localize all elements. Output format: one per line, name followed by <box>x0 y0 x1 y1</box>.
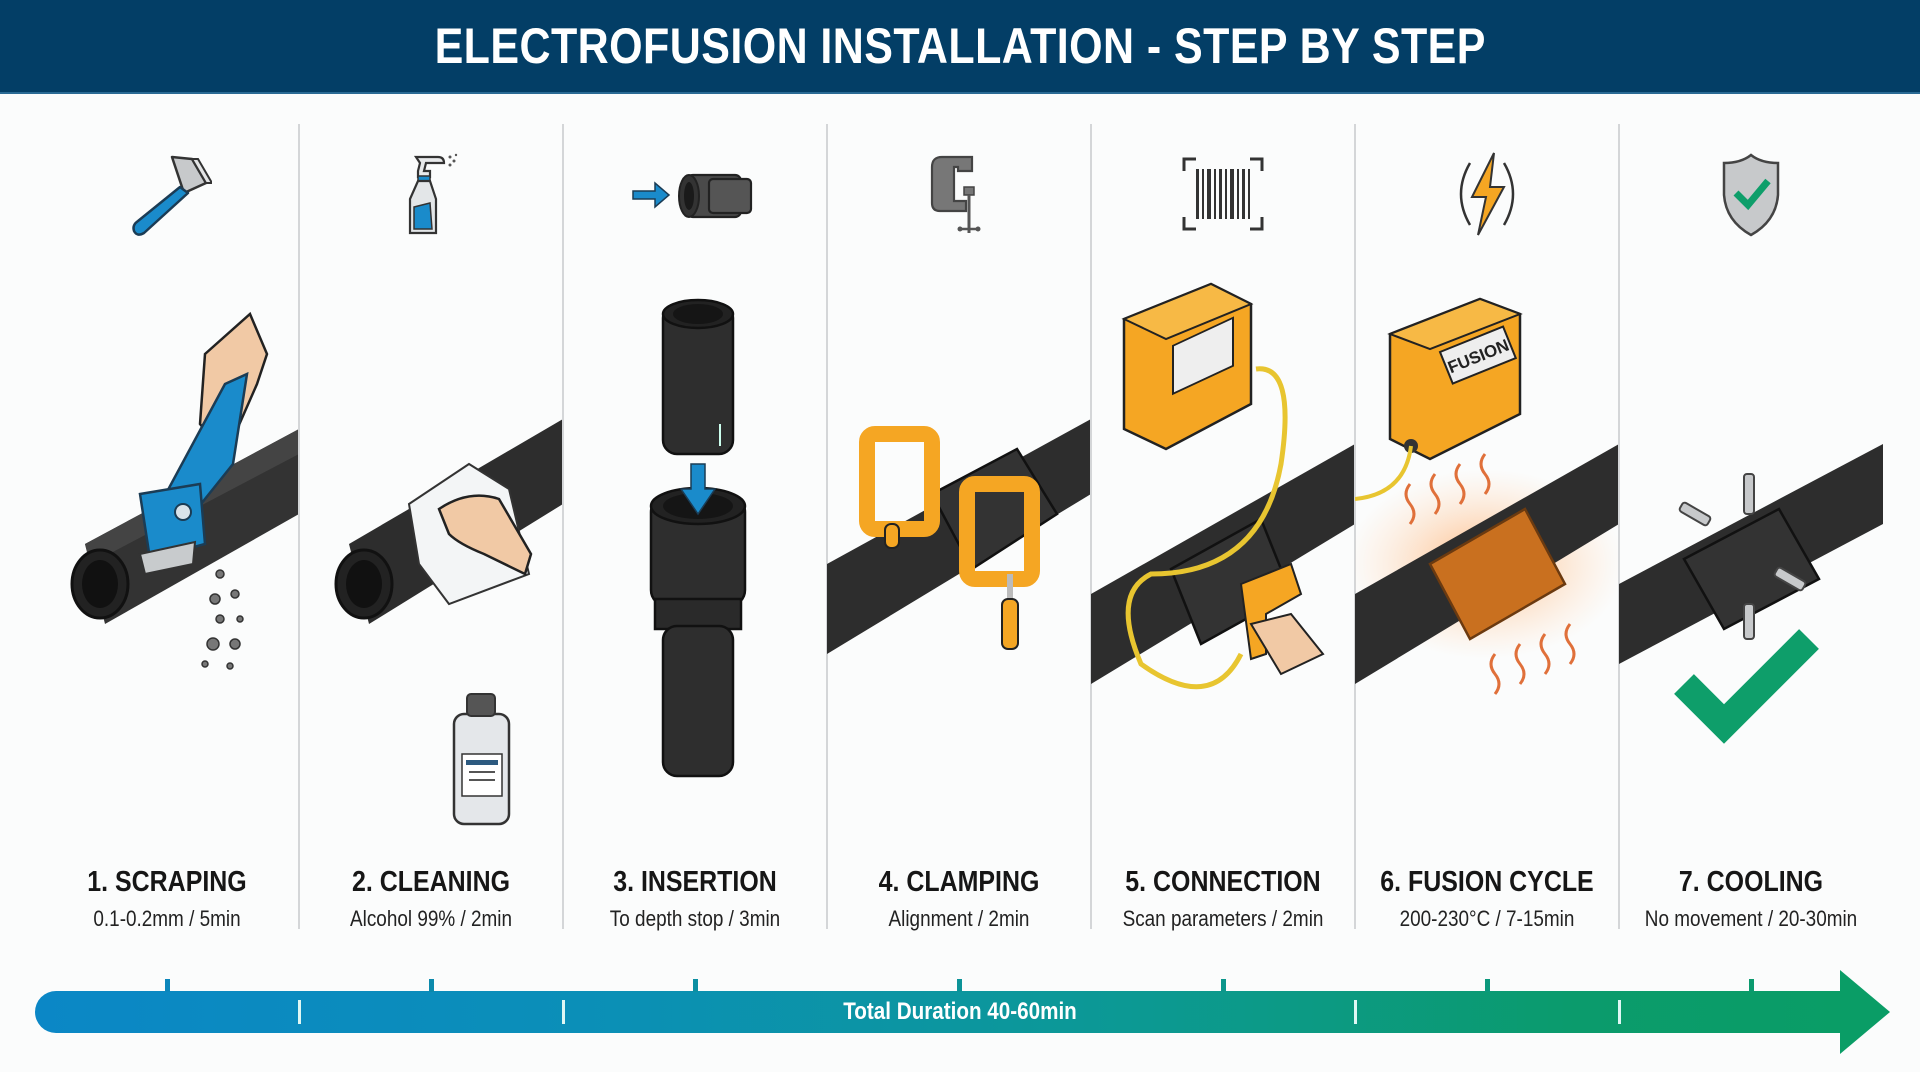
timeline-divider-tick <box>1618 1000 1621 1024</box>
barcode-scan-icon <box>1091 144 1355 244</box>
step-title: 1. SCRAPING <box>87 866 247 898</box>
step-detail: No movement / 20-30min <box>1644 906 1858 931</box>
timeline-step-marker <box>957 979 962 992</box>
step-fusion-cycle: FUSION 6. FUSION CYCLE 200-230°C / 7-15m… <box>1345 94 1625 944</box>
insertion-illustration <box>563 274 827 874</box>
step-connection: 5. CONNECTION Scan parameters / 2min <box>1091 94 1356 944</box>
timeline-arrowhead <box>1840 970 1890 1054</box>
fusion-illustration: FUSION <box>1345 274 1625 874</box>
timeline-step-marker <box>1221 979 1226 992</box>
step-title: 7. COOLING <box>1678 866 1824 898</box>
timeline-step-marker <box>693 979 698 992</box>
step-scraping: 1. SCRAPING 0.1-0.2mm / 5min <box>35 94 300 944</box>
total-duration-label: Total Duration 40-60min <box>843 998 1077 1025</box>
duration-timeline: Total Duration 40-60min <box>35 970 1895 1055</box>
steps-row: 1. SCRAPING 0.1-0.2mm / 5min <box>35 94 1883 944</box>
cooling-illustration <box>1619 274 1883 874</box>
scraping-illustration <box>35 274 299 874</box>
page-title: ELECTROFUSION INSTALLATION - STEP BY STE… <box>434 18 1486 74</box>
timeline-step-marker <box>429 979 434 992</box>
timeline-step-marker <box>1485 979 1490 992</box>
step-detail: Alignment / 2min <box>888 906 1030 931</box>
arrow-into-fitting-icon <box>563 144 827 244</box>
column-divider <box>1090 124 1092 929</box>
step-detail: To depth stop / 3min <box>609 906 781 931</box>
column-divider <box>1354 124 1356 929</box>
clamping-illustration <box>827 274 1091 874</box>
step-title: 4. CLAMPING <box>878 866 1040 898</box>
connection-illustration <box>1091 274 1355 874</box>
step-clamping: 4. CLAMPING Alignment / 2min <box>827 94 1092 944</box>
column-divider <box>298 124 300 929</box>
cleaning-illustration <box>299 274 563 874</box>
step-title: 3. INSERTION <box>613 866 777 898</box>
column-divider <box>1618 124 1620 929</box>
lightning-bolt-icon <box>1355 144 1619 244</box>
c-clamp-icon <box>827 144 1091 244</box>
column-divider <box>826 124 828 929</box>
timeline-step-marker <box>1749 979 1754 992</box>
timeline-step-marker <box>165 979 170 992</box>
column-divider <box>562 124 564 929</box>
step-title: 5. CONNECTION <box>1125 866 1321 898</box>
step-detail: Scan parameters / 2min <box>1122 906 1324 931</box>
shield-check-icon <box>1619 144 1883 244</box>
header-banner: ELECTROFUSION INSTALLATION - STEP BY STE… <box>0 0 1920 94</box>
step-title: 2. CLEANING <box>352 866 510 898</box>
timeline-divider-tick <box>562 1000 565 1024</box>
timeline-divider-tick <box>1354 1000 1357 1024</box>
step-cooling: 7. COOLING No movement / 20-30min <box>1619 94 1883 944</box>
step-detail: 200-230°C / 7-15min <box>1399 906 1575 931</box>
timeline-bar <box>35 991 1850 1033</box>
step-insertion: 3. INSERTION To depth stop / 3min <box>563 94 828 944</box>
step-detail: Alcohol 99% / 2min <box>350 906 512 931</box>
timeline-divider-tick <box>298 1000 301 1024</box>
spray-bottle-icon <box>299 144 563 244</box>
step-detail: 0.1-0.2mm / 5min <box>93 906 241 931</box>
scraper-icon <box>35 144 299 244</box>
step-cleaning: 2. CLEANING Alcohol 99% / 2min <box>299 94 564 944</box>
step-title: 6. FUSION CYCLE <box>1380 866 1594 898</box>
